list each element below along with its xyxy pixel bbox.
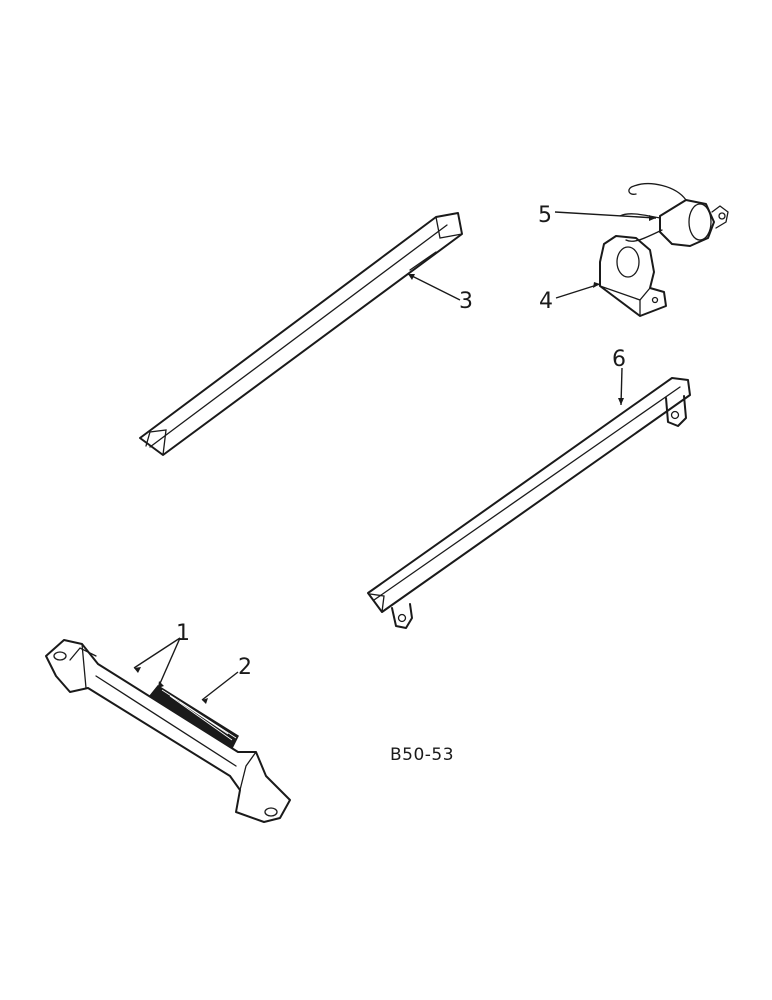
leader-4 bbox=[555, 283, 601, 299]
callout-3: 3 bbox=[459, 289, 473, 314]
rail-part-3 bbox=[139, 212, 463, 456]
leader-3 bbox=[407, 273, 461, 301]
figure-reference: B50-53 bbox=[390, 745, 454, 765]
callout-5: 5 bbox=[538, 203, 552, 228]
callout-1: 1 bbox=[176, 621, 190, 646]
callout-4: 4 bbox=[539, 289, 553, 314]
socket-part-5 bbox=[619, 183, 729, 247]
callout-6: 6 bbox=[612, 347, 626, 372]
callout-2: 2 bbox=[238, 655, 252, 680]
handle-part-1 bbox=[45, 639, 291, 823]
leader-1a bbox=[133, 637, 181, 669]
rail-part-6 bbox=[367, 377, 691, 629]
leader-5 bbox=[554, 211, 657, 219]
leader-2 bbox=[201, 671, 239, 701]
grip-part-2 bbox=[148, 685, 239, 750]
leader-1b bbox=[157, 637, 181, 689]
leader-lines bbox=[133, 211, 657, 704]
bracket-part-4 bbox=[599, 235, 667, 317]
